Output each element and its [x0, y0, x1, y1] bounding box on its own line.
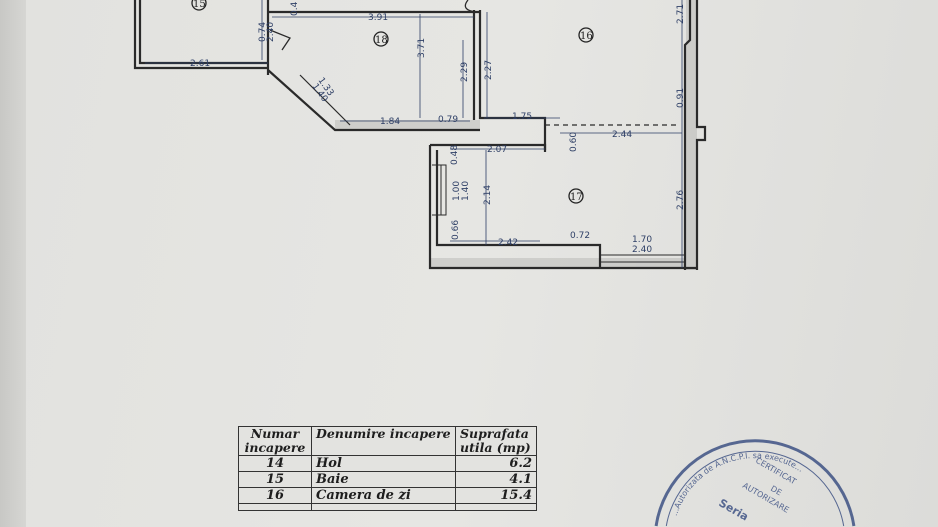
dim-2-71: 2.71	[676, 4, 686, 24]
dim-0-66: 0.66	[451, 220, 461, 240]
dim-0-74: 0.74	[258, 22, 268, 42]
table-row-cut-off	[238, 503, 537, 511]
table-row: 14 Hol 6.2	[238, 455, 537, 472]
header-room-name: Denumire incapere	[311, 426, 456, 456]
cell-area: 4.1	[455, 471, 537, 488]
dim-1-70: 1.70	[632, 235, 652, 245]
authorization-stamp: ...Autorizata de A.N.C.P.I. sa execute..…	[654, 439, 856, 527]
room-18-walls	[266, 0, 480, 132]
dim-0-91: 0.91	[676, 88, 686, 108]
dim-2-40: 2.40	[632, 245, 652, 255]
table-header: Numar incapere Denumire incapere Suprafa…	[238, 426, 537, 456]
stamp-line-3: AUTORIZARE	[741, 481, 791, 515]
dim-2-29: 2.29	[460, 62, 470, 82]
room-number-15: 15	[193, 0, 206, 10]
room-17-walls	[428, 143, 697, 270]
dim-3-91: 3.91	[368, 13, 388, 23]
dim-2-76: 2.76	[676, 190, 686, 210]
cell-nr: 16	[238, 487, 312, 504]
cell-name: Camera de zi	[311, 487, 456, 504]
dim-1-84: 1.84	[380, 117, 400, 127]
dim-1-40: 1.40	[461, 181, 471, 201]
dim-2-07: 2.07	[487, 145, 507, 155]
dim-1-00: 1.00	[452, 181, 462, 201]
cell-area: 15.4	[455, 487, 537, 504]
header-area: Suprafata utila (mp)	[455, 426, 537, 456]
page-edge-shadow	[0, 0, 26, 527]
dim-2-44: 2.44	[612, 130, 632, 140]
room-area-table: Numar incapere Denumire incapere Suprafa…	[238, 426, 537, 511]
table-row: 16 Camera de zi 15.4	[238, 487, 537, 504]
dim-2-61: 2.61	[190, 59, 210, 69]
room-number-17: 17	[570, 192, 583, 203]
dim-0-60: 0.60	[569, 132, 579, 152]
dim-0-48: 0.48	[450, 145, 460, 165]
dimension-lines	[145, 0, 683, 268]
dim-2-42: 2.42	[498, 238, 518, 248]
dim-3-71: 3.71	[417, 38, 427, 58]
dim-1-75: 1.75	[512, 112, 532, 122]
dim-0-72: 0.72	[570, 231, 590, 241]
dim-2-14: 2.14	[483, 185, 493, 205]
room-number-16: 16	[580, 31, 593, 42]
header-room-number: Numar incapere	[238, 426, 312, 456]
table-row: 15 Baie 4.1	[238, 471, 537, 488]
cell-area: 6.2	[455, 455, 537, 472]
cell-nr: 15	[238, 471, 312, 488]
outer-wall	[683, 0, 707, 270]
dim-0-4: 0.4	[290, 1, 300, 16]
room-number-18: 18	[375, 35, 388, 46]
cell-name: Hol	[311, 455, 456, 472]
stamp-line-4: Seria	[717, 496, 751, 523]
dim-0-79: 0.79	[438, 115, 458, 125]
dim-2-27: 2.27	[484, 60, 494, 80]
cell-nr: 14	[238, 455, 312, 472]
cell-name: Baie	[311, 471, 456, 488]
dim-2-40b: 2.40	[266, 22, 276, 42]
